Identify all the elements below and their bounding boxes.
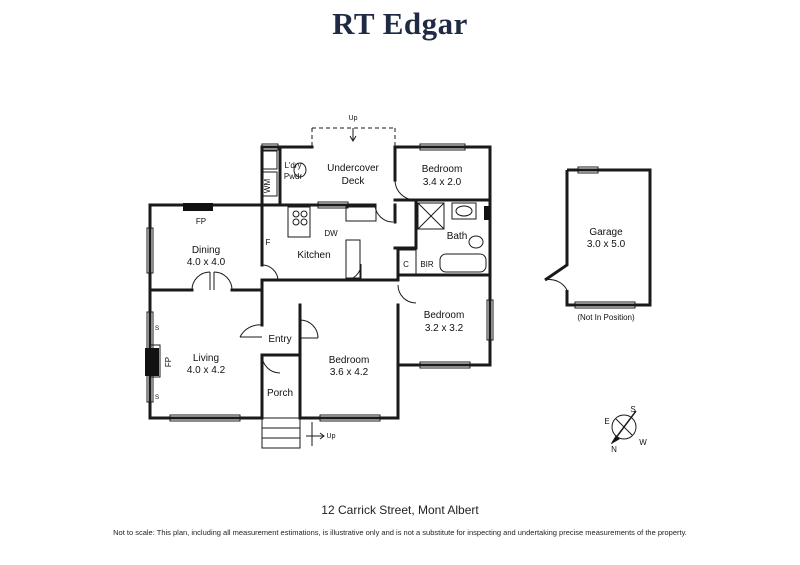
s-lower-label: S [155,394,160,401]
garage-size: 3.0 x 5.0 [587,239,626,250]
bedroom-main-size: 3.6 x 4.2 [330,367,369,378]
s-upper-label: S [155,325,160,332]
compass-e: E [604,417,609,426]
bedroom-top-size: 3.4 x 2.0 [423,177,462,188]
brand-logo: RT Edgar [332,6,468,41]
bir-label: BIR [420,260,434,269]
linen-cupboard [397,249,417,276]
bedroom-right-label: Bedroom [424,310,465,321]
kitchen-bench [287,206,311,238]
undercover-deck-label-2: Deck [342,176,366,187]
window [169,414,241,422]
dw-label: DW [324,229,338,238]
c-label: C [403,260,409,269]
garage-label: Garage [589,227,623,238]
garage-wall [544,168,652,307]
compass-n: N [611,445,617,454]
bath-fixture [484,206,490,220]
porch-label: Porch [267,388,293,399]
garage-door [574,301,636,309]
kitchen-label: Kitchen [297,250,330,261]
door-swing [544,279,568,291]
door-swing [397,284,417,304]
living-label: Living [193,353,219,364]
porch-steps [261,417,301,449]
door-swing [299,319,319,339]
window [261,143,279,151]
window [319,414,381,422]
bedroom-right-size: 3.2 x 3.2 [425,323,464,334]
door-swing [261,264,279,281]
laundry-label: L'dry [284,161,301,170]
door-swing [213,271,233,291]
living-fp-label: FP [164,357,173,367]
window [419,361,471,369]
compass-icon [610,410,637,445]
door-swing [394,179,416,201]
exterior-wall [298,363,400,420]
garage-note: (Not In Position) [577,313,635,322]
porch-up-label: Up [327,433,336,440]
disclaimer-text: Not to scale: This plan, including all m… [113,528,687,537]
wm-label: WM [263,179,272,194]
door-swing [239,324,263,338]
door-swing [191,271,211,291]
window [419,143,466,151]
kitchen-bench [345,239,361,279]
window [486,299,494,341]
bathtub [439,253,487,273]
door-swing [374,204,394,223]
compass-s: S [630,405,635,414]
window [146,227,154,274]
kitchen-bench [345,206,377,222]
bath-label: Bath [447,231,468,242]
fridge-label: F [266,238,271,247]
window [577,166,599,174]
bedroom-main-label: Bedroom [329,355,370,366]
compass-w: W [639,438,647,447]
vanity [451,202,477,220]
property-address: 12 Carrick Street, Mont Albert [321,503,479,517]
exterior-wall [148,203,264,420]
laundry-tub [262,150,278,170]
shower [417,202,445,230]
deck-up-label: Up [349,115,358,122]
deck-arrow-head [349,135,357,142]
exterior-wall [393,145,492,367]
undercover-deck-label: Undercover [327,163,379,174]
door-swing [261,354,281,374]
entry-label: Entry [268,334,291,345]
fireplace-living [145,348,159,376]
dining-fp-label: FP [196,217,206,226]
fireplace-dining [183,203,213,211]
dining-size: 4.0 x 4.0 [187,257,226,268]
powder-label: Pwdr [284,172,303,181]
window [317,201,349,209]
floor-plan: Up Undercover Deck Bedroom 3.4 x 2.0 L'd… [145,115,652,454]
dining-label: Dining [192,245,220,256]
bedroom-top-label: Bedroom [422,164,463,175]
washing-machine [262,171,278,197]
living-size: 4.0 x 4.2 [187,365,226,376]
